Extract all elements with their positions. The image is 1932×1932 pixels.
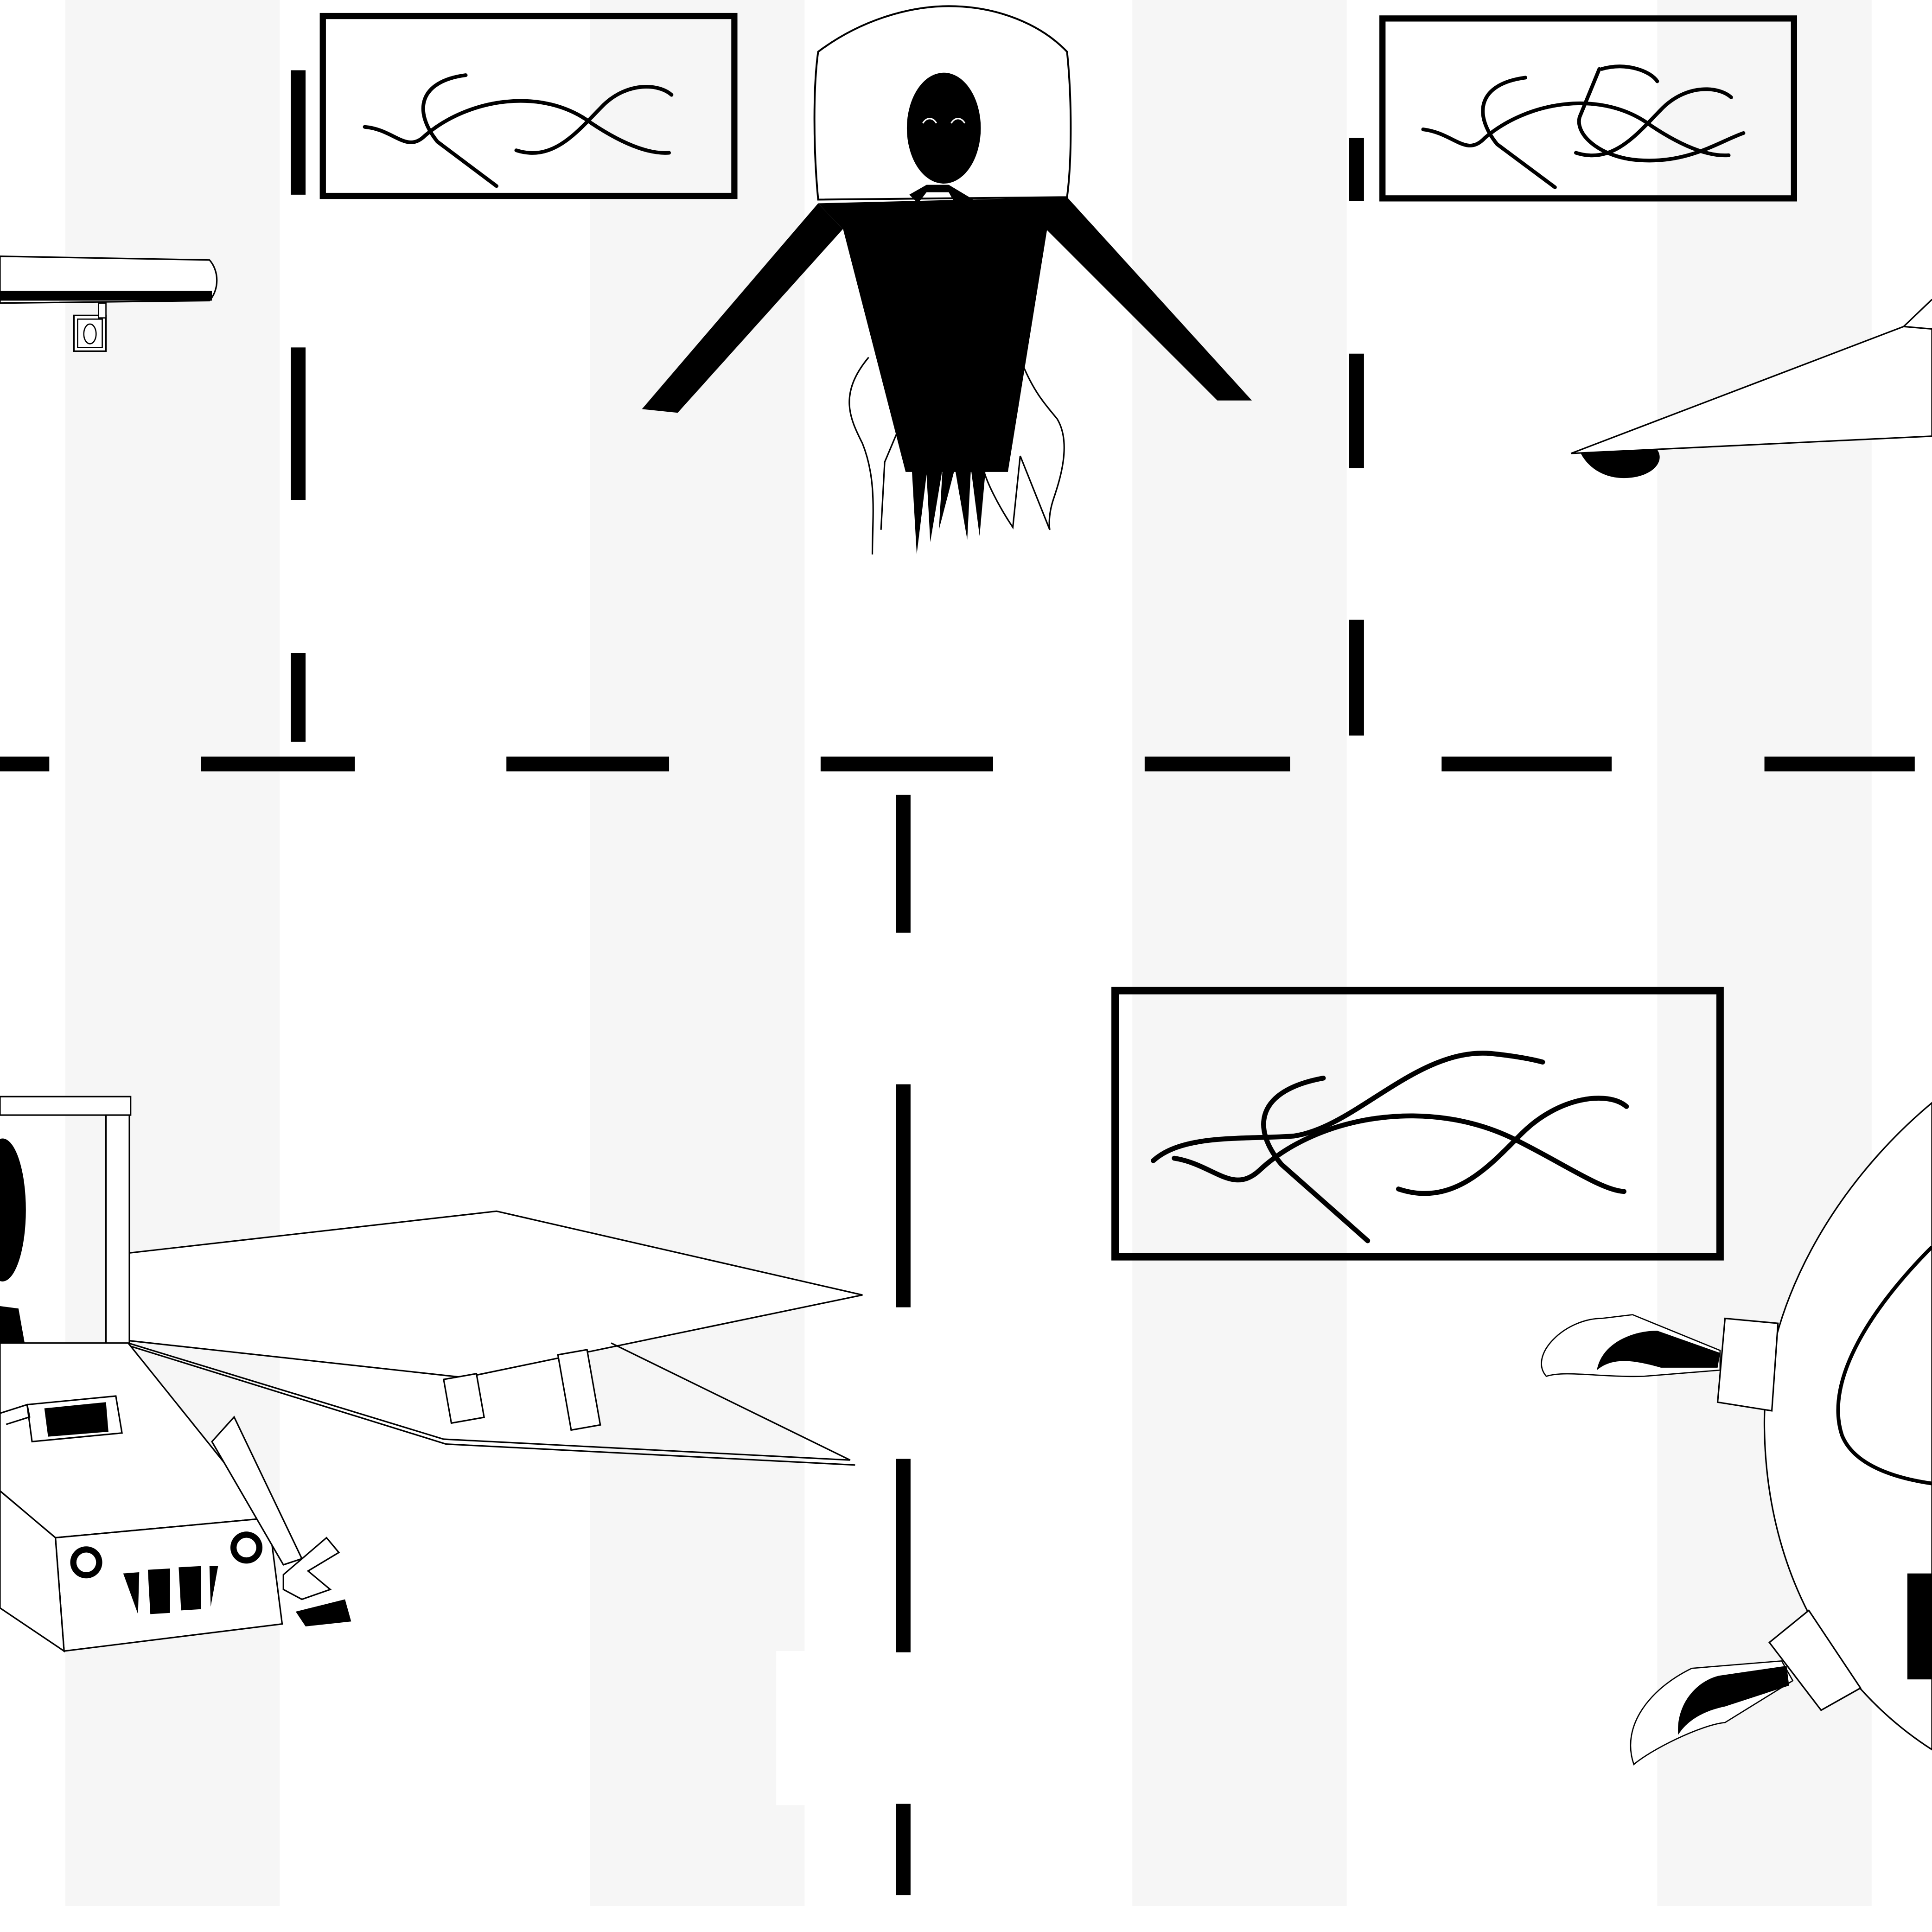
signature-scribble — [1421, 64, 1746, 189]
aircraft-wing-top-left — [0, 255, 218, 352]
aircraft-wing-top-right — [1570, 299, 1932, 478]
wing-strut — [128, 1342, 855, 1466]
vent-slot — [209, 1566, 218, 1607]
camera-inner — [77, 318, 103, 348]
vent-slot — [123, 1572, 140, 1614]
signature-frame-middle — [1111, 987, 1724, 1261]
display-screen — [44, 1402, 108, 1437]
fringe — [912, 468, 986, 555]
signature-frame-top-left — [319, 13, 738, 199]
frame-border — [319, 13, 738, 199]
lower-claw-shadow — [1678, 1665, 1789, 1735]
hooded-figure — [642, 5, 1252, 555]
camera-housing — [73, 314, 107, 352]
signature-scribble — [1151, 1051, 1629, 1243]
vent-slot — [147, 1569, 170, 1614]
face-shadow — [906, 72, 981, 184]
signature-scribble — [363, 73, 674, 188]
robot-claw — [282, 1537, 340, 1600]
robe — [842, 228, 1047, 472]
wing-tip — [1903, 299, 1932, 327]
support-leg — [443, 1372, 485, 1424]
console-side — [0, 1490, 65, 1653]
clawed-pod — [1541, 1102, 1932, 1766]
stripe — [1132, 0, 1347, 1906]
arm-right — [1045, 197, 1252, 401]
robot-station — [0, 1096, 863, 1653]
console-tab — [0, 1403, 31, 1425]
lower-arm-socket — [1768, 1609, 1862, 1711]
pod-inner-curve — [1836, 1245, 1932, 1486]
booth-roof — [0, 1096, 132, 1116]
signature-frame-top-right — [1379, 15, 1798, 202]
knob-face — [76, 1552, 96, 1573]
pod-panel — [1907, 1573, 1932, 1680]
white-patch — [776, 1651, 806, 1805]
frame-border — [1379, 15, 1798, 202]
claw-shadow — [295, 1599, 351, 1626]
engine-pod — [1581, 449, 1660, 478]
vent-slot — [179, 1566, 201, 1611]
operator-body — [0, 1306, 25, 1343]
camera-lens — [83, 323, 97, 344]
eye-right — [950, 118, 966, 124]
camera-mount — [98, 302, 107, 319]
wing-panel — [1570, 325, 1932, 454]
operator-head — [0, 1138, 26, 1282]
collar — [818, 197, 1067, 230]
frame-border — [1111, 987, 1724, 1261]
arm-left — [642, 203, 843, 413]
stripe — [590, 0, 805, 1906]
dashed-road-lines — [0, 70, 1915, 1895]
upper-arm-socket — [1716, 1317, 1779, 1412]
neck-tie — [909, 185, 974, 204]
upper-claw-shadow — [1597, 1331, 1720, 1371]
booth-post — [105, 1114, 130, 1345]
knob-face — [236, 1537, 256, 1558]
support-leg — [557, 1349, 601, 1431]
wing-edge — [0, 291, 212, 301]
background-stripes — [65, 0, 1872, 1906]
eye-left — [922, 118, 937, 124]
